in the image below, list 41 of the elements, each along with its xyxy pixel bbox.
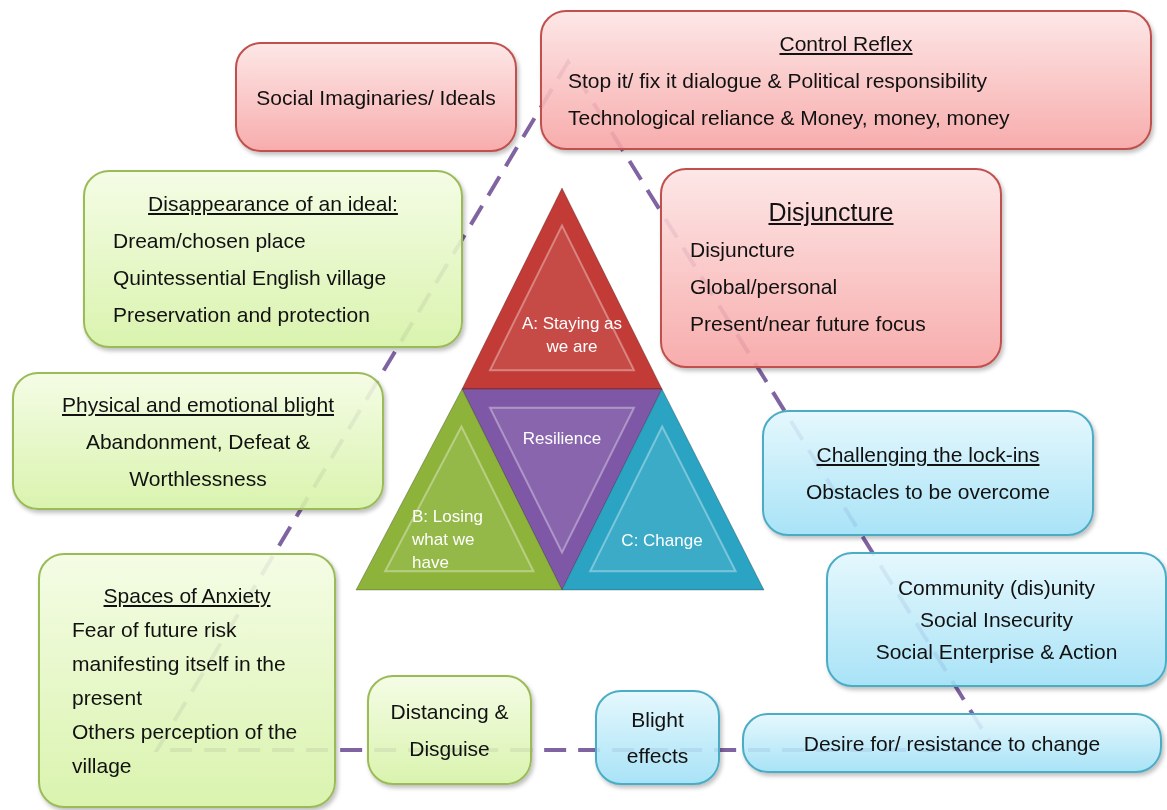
triangle-label: B: Losing what we have: [412, 506, 484, 574]
box-text: Social Insecurity: [919, 606, 1074, 633]
box-text: Community (dis)unity: [896, 574, 1097, 601]
theme-box: [742, 713, 1162, 773]
theme-box: [235, 42, 517, 152]
theme-box: [762, 410, 1094, 536]
box-text: Distancing & Disguise: [389, 699, 510, 762]
triangle-label: A: Staying as we are: [520, 313, 624, 358]
triangle-segment: [462, 188, 662, 389]
theme-box: [660, 168, 1002, 368]
box-text: Stop it/ fix it dialogue & Political responsibility: [567, 67, 989, 94]
box-text: Disjuncture: [689, 237, 797, 263]
triangle-label: C: Change: [620, 530, 704, 552]
box-text: Obstacles to be overcome: [805, 479, 1051, 505]
box-text: Dream/chosen place: [112, 228, 307, 254]
theme-box: [38, 553, 336, 808]
box-text: Social Imaginaries/ Ideals: [255, 84, 497, 111]
box-heading: Control Reflex: [778, 30, 914, 57]
box-text: Fear of future risk manifesting itself in the present: [71, 616, 287, 711]
triangle-label: Resilience: [521, 428, 603, 450]
box-text: Quintessential English village: [112, 265, 388, 291]
box-text: Abandonment, Defeat & Worthlessness: [84, 428, 312, 492]
box-heading: Disappearance of an ideal:: [147, 191, 399, 217]
theme-box: [367, 675, 532, 785]
theme-box: [83, 170, 463, 348]
box-text: Technological reliance & Money, money, money: [567, 104, 1011, 131]
theme-box: [540, 10, 1152, 150]
box-heading: Disjuncture: [767, 197, 895, 228]
box-heading: Physical and emotional blight: [61, 391, 335, 418]
theme-box: [12, 372, 384, 510]
box-heading: Spaces of Anxiety: [102, 582, 272, 609]
box-heading: Challenging the lock-ins: [815, 442, 1041, 468]
box-text: Others perception of the village: [71, 718, 299, 779]
box-text: Desire for/ resistance to change: [802, 730, 1102, 757]
theme-box: [595, 690, 720, 785]
box-text: Global/personal: [689, 274, 839, 300]
box-text: Preservation and protection: [112, 302, 371, 328]
box-text: Social Enterprise & Action: [874, 638, 1119, 665]
box-text: Blight effects: [625, 706, 690, 769]
theme-box: [826, 552, 1167, 687]
box-text: Present/near future focus: [689, 311, 927, 337]
